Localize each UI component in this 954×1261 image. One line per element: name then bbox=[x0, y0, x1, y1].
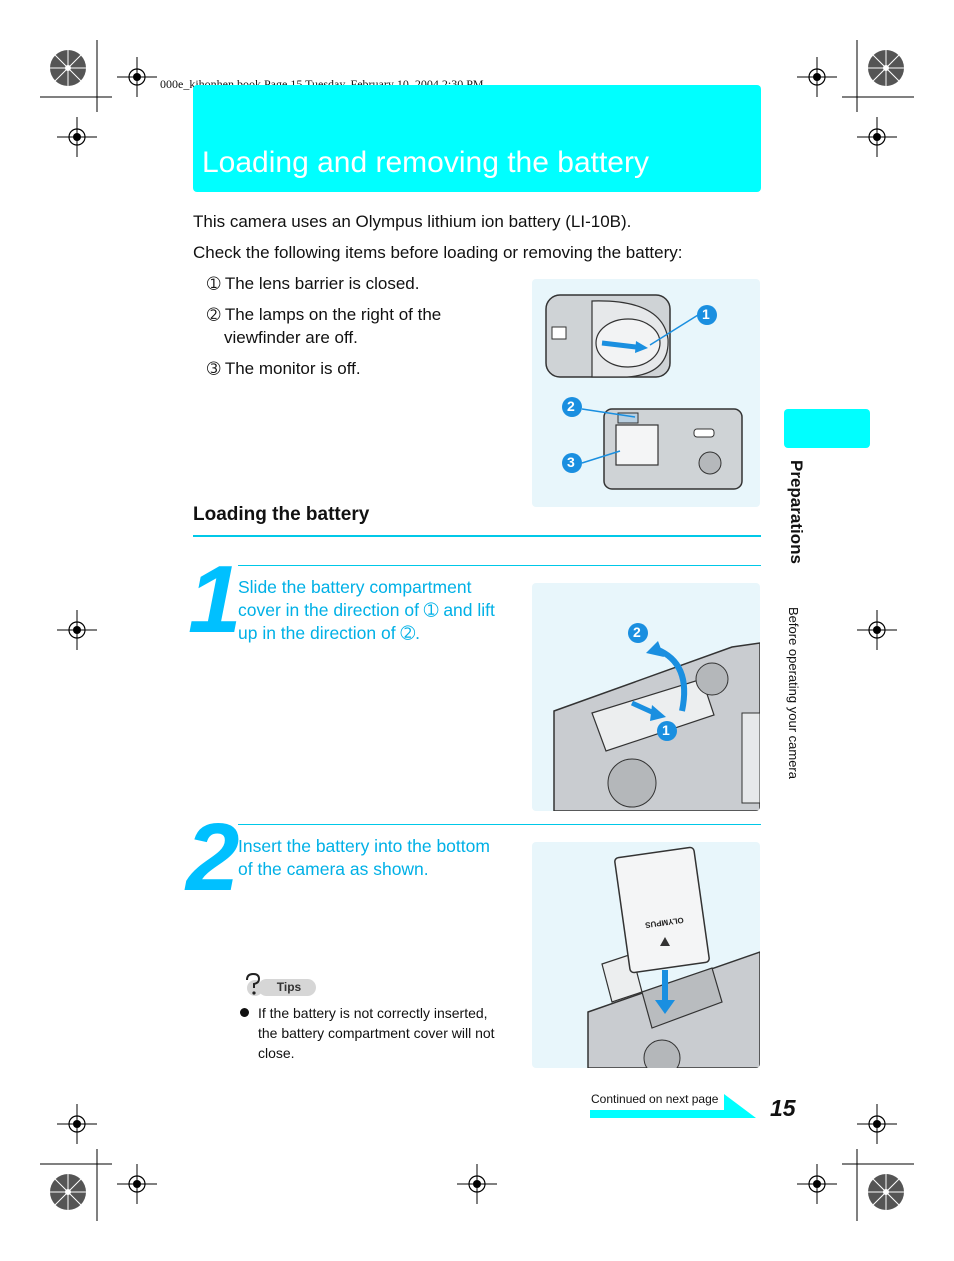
registration-mark-icon bbox=[57, 1104, 97, 1144]
step-rule bbox=[238, 824, 761, 825]
registration-mark-icon bbox=[117, 57, 157, 97]
check-item-text: The lamps on the right of the bbox=[224, 305, 442, 324]
step-text-line: up in the direction of ➁. bbox=[238, 623, 420, 643]
continued-arrow-icon bbox=[590, 1094, 756, 1118]
starburst-target-icon bbox=[50, 50, 86, 86]
callout-2-icon bbox=[628, 623, 648, 643]
callout-2-icon bbox=[562, 397, 582, 417]
continued-label: Continued on next page bbox=[591, 1092, 719, 1106]
callout-label: 3 bbox=[567, 454, 575, 470]
registration-mark-icon bbox=[857, 117, 897, 157]
tips-label: Tips bbox=[258, 979, 316, 996]
registration-mark-icon bbox=[457, 1164, 497, 1204]
starburst-target-icon bbox=[868, 50, 904, 86]
callout-label: 1 bbox=[662, 722, 670, 738]
step-2-instruction: Insert the battery into the bottom of th… bbox=[238, 835, 528, 881]
circled-number: ➀ bbox=[207, 276, 221, 293]
registration-mark-icon bbox=[117, 1164, 157, 1204]
registration-mark-icon bbox=[57, 610, 97, 650]
check-item-1: ➀ The lens barrier is closed. bbox=[207, 274, 419, 294]
chapter-title: Preparations bbox=[787, 460, 806, 564]
tips-text: If the battery is not correctly inserted… bbox=[258, 1003, 520, 1063]
check-item-3: ➂ The monitor is off. bbox=[207, 359, 361, 379]
section-heading: Loading the battery bbox=[193, 504, 370, 525]
title-band bbox=[193, 85, 761, 192]
registration-mark-icon bbox=[797, 57, 837, 97]
intro-line-1: This camera uses an Olympus lithium ion … bbox=[193, 212, 632, 231]
registration-mark-icon bbox=[857, 1104, 897, 1144]
bullet-icon bbox=[240, 1008, 249, 1017]
callout-1-icon bbox=[657, 721, 677, 741]
tips-line: If the battery is not correctly inserted… bbox=[258, 1005, 488, 1021]
callout-label: 2 bbox=[567, 398, 575, 414]
step-number: 2 bbox=[186, 804, 240, 911]
check-item-2-continued: viewfinder are off. bbox=[224, 328, 358, 347]
callout-3-icon bbox=[562, 453, 582, 473]
step-1-instruction: Slide the battery compartment cover in t… bbox=[238, 576, 528, 645]
page-title: Loading and removing the battery bbox=[202, 146, 649, 179]
step-number: 1 bbox=[188, 546, 242, 653]
step-rule bbox=[238, 565, 761, 566]
check-item-text: The lens barrier is closed. bbox=[224, 274, 420, 293]
callout-label: 1 bbox=[702, 306, 710, 322]
tips-line: close. bbox=[258, 1045, 295, 1061]
page-number: 15 bbox=[770, 1095, 796, 1121]
battery-cover-illustration: 2 1 bbox=[532, 583, 760, 811]
subsection-title: Before operating your camera bbox=[786, 607, 801, 779]
callout-1-icon bbox=[697, 305, 717, 325]
intro-line-2: Check the following items before loading… bbox=[193, 243, 683, 262]
check-item-2: ➁ The lamps on the right of the bbox=[207, 305, 441, 325]
section-rule bbox=[193, 535, 761, 537]
circled-number: ➁ bbox=[207, 307, 221, 324]
circled-number: ➂ bbox=[207, 361, 221, 378]
starburst-target-icon bbox=[868, 1174, 904, 1210]
step-text-line: of the camera as shown. bbox=[238, 859, 429, 879]
registration-mark-icon bbox=[857, 610, 897, 650]
tips-line: the battery compartment cover will not bbox=[258, 1025, 495, 1041]
chapter-tab bbox=[784, 409, 870, 448]
starburst-target-icon bbox=[50, 1174, 86, 1210]
registration-mark-icon bbox=[797, 1164, 837, 1204]
callout-label: 2 bbox=[633, 624, 641, 640]
step-text-line: Insert the battery into the bottom bbox=[238, 836, 490, 856]
step-text-line: cover in the direction of ➀ and lift bbox=[238, 600, 495, 620]
check-item-text: The monitor is off. bbox=[224, 359, 361, 378]
step-text-line: Slide the battery compartment bbox=[238, 577, 472, 597]
registration-mark-icon bbox=[57, 117, 97, 157]
battery-insert-illustration: OLYMPUS bbox=[532, 842, 760, 1068]
camera-illustration: 1 2 3 bbox=[532, 279, 760, 507]
